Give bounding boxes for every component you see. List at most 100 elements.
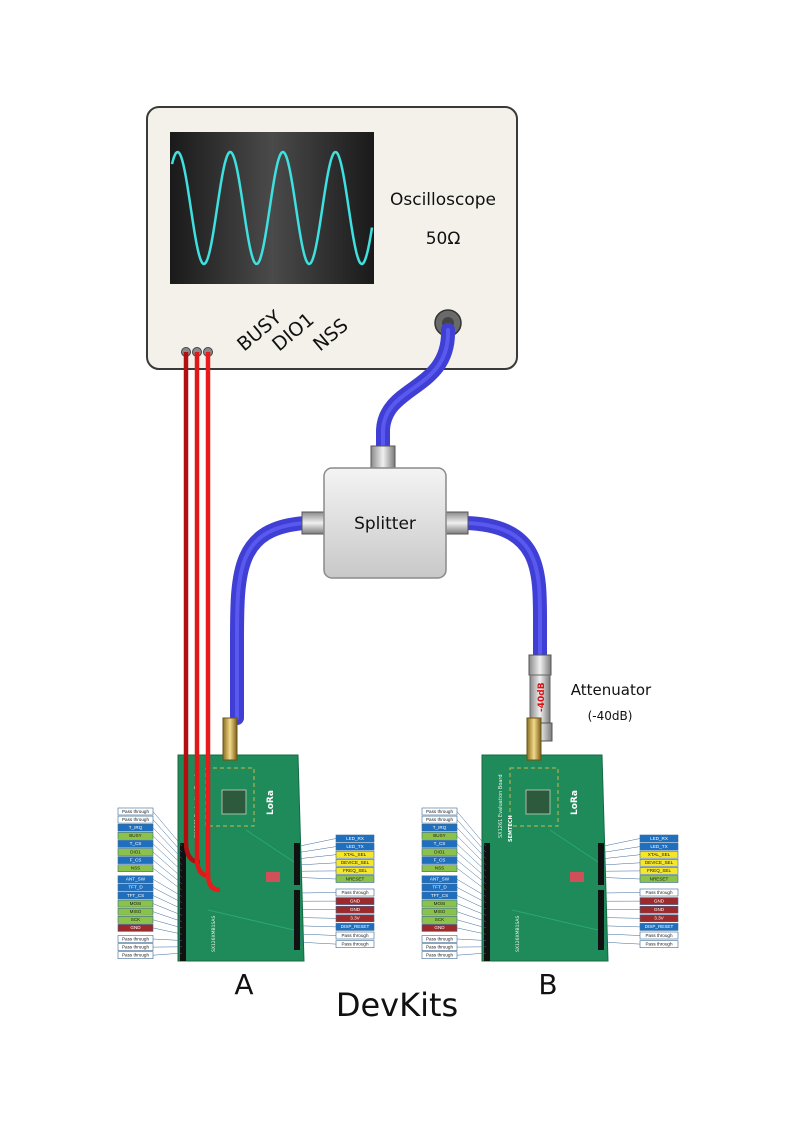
left-pin-label: Pass through [122, 953, 150, 958]
dip-switch [570, 872, 584, 882]
left-pin-label: NSS [131, 866, 140, 871]
left-pin-label: SCK [435, 917, 445, 922]
board-b-label: B [538, 968, 557, 1001]
pin-leader [300, 878, 336, 880]
left-pin-label: Pass through [122, 817, 150, 822]
left-pin-label: Pass through [426, 944, 454, 949]
oscilloscope: Oscilloscope 50Ω BUSY DIO1 NSS [147, 107, 517, 369]
pin-leader [604, 863, 640, 865]
left-pin-label: F_CS [130, 857, 142, 862]
attenuator-body-text: -40dB [537, 682, 547, 712]
pin-leader [300, 855, 336, 859]
right-pin-label: Pass through [645, 933, 673, 938]
attenuator-value: (-40dB) [588, 709, 633, 723]
right-pin-label: Pass through [341, 890, 369, 895]
left-pin-label: MOSI [434, 901, 446, 906]
pin-leader [300, 893, 336, 894]
left-pin-label: Pass through [426, 817, 454, 822]
lora-logo: LoRa [266, 790, 276, 815]
left-pin-label: GND [434, 925, 445, 930]
right-pin-label: Pass through [645, 890, 673, 895]
lora-logo: LoRa [570, 790, 580, 815]
pin-leader [604, 942, 640, 944]
left-pin-label: TFT_CS [127, 893, 144, 898]
right-pin-label: GND [350, 907, 361, 912]
right-pin-label: DEVICE_SEL [341, 860, 370, 865]
devkit-board-a: SX1261 Evaluation BoardSX126XMB1SASLoRaP… [118, 718, 374, 961]
left-pin-label: GND [130, 925, 141, 930]
pin-leader [300, 934, 336, 936]
right-header-top [294, 843, 300, 885]
pin-leader [300, 839, 336, 847]
right-pin-label: GND [654, 907, 665, 912]
left-pin-label: MISO [130, 909, 142, 914]
left-pin-label: MOSI [130, 901, 142, 906]
left-pin-label: Pass through [426, 936, 454, 941]
right-pin-labels: LED_RXLED_TXXTAL_SELDEVICE_SELFREQ_SELNR… [300, 835, 374, 948]
left-pin-label: SCK [131, 917, 141, 922]
board-silkscreen-model: SX126XMB1SAS [515, 916, 521, 952]
pin-leader [604, 893, 640, 894]
right-pin-label: Pass through [645, 941, 673, 946]
oscilloscope-title: Oscilloscope [390, 190, 496, 210]
left-pin-label: DIO1 [434, 849, 445, 854]
left-pin-label: ANT_SW [126, 877, 146, 882]
right-pin-label: DISP_RESET [341, 924, 370, 929]
right-pin-label: XTAL_SEL [648, 852, 671, 857]
right-pin-label: GND [350, 898, 361, 903]
pin-leader [604, 926, 640, 927]
right-pin-label: FREQ_SEL [343, 868, 367, 873]
left-pin-label: T_CS [434, 841, 446, 846]
dip-switch [266, 872, 280, 882]
rf-connector [223, 718, 237, 760]
left-pin-label: Pass through [426, 809, 454, 814]
right-pin-label: NRESET [650, 876, 669, 881]
left-pin-label: Pass through [426, 953, 454, 958]
splitter: Splitter [302, 446, 468, 578]
pin-leader [300, 863, 336, 865]
left-pin-label: T_IRQ [433, 825, 447, 830]
semtech-logo: SEMTECH [508, 815, 514, 842]
right-pin-label: LED_RX [650, 836, 668, 841]
pin-leader [604, 918, 640, 919]
radio-chip [222, 790, 246, 814]
attenuator: -40dB Attenuator (-40dB) [528, 655, 652, 741]
splitter-left-connector [302, 512, 326, 534]
pin-leader [604, 934, 640, 936]
cable-splitter-to-attenuator [465, 523, 540, 655]
pin-leader [300, 918, 336, 919]
devkits-caption: DevKits [336, 986, 458, 1024]
left-pin-label: TFT_D [128, 885, 143, 890]
right-pin-label: 3.3V [654, 916, 664, 921]
board-silkscreen-model: SX126XMB1SAS [211, 916, 217, 952]
board-silkscreen-title: SX1261 Evaluation Board [498, 774, 504, 838]
splitter-label: Splitter [354, 514, 416, 534]
left-pin-label: ANT_SW [430, 877, 450, 882]
left-pin-label: T_IRQ [129, 825, 143, 830]
right-pin-label: Pass through [341, 933, 369, 938]
board-a-label: A [234, 968, 253, 1001]
pin-leader [300, 847, 336, 853]
pin-leader [300, 926, 336, 927]
pin-leader [604, 878, 640, 880]
right-pin-label: DISP_RESET [645, 924, 674, 929]
attenuator-connector-top [529, 655, 551, 675]
right-header-bottom [294, 890, 300, 950]
right-pin-label: NRESET [346, 876, 365, 881]
oscilloscope-impedance: 50Ω [426, 229, 461, 249]
left-pin-label: MISO [434, 909, 446, 914]
splitter-right-connector [444, 512, 468, 534]
right-pin-label: LED_RX [346, 836, 364, 841]
right-pin-label: DEVICE_SEL [645, 860, 674, 865]
left-pin-label: NSS [435, 866, 444, 871]
right-header-top [598, 843, 604, 885]
rf-connector [527, 718, 541, 760]
left-pin-label: Pass through [122, 944, 150, 949]
left-pin-label: BUSY [129, 833, 142, 838]
pin-leader [604, 839, 640, 847]
